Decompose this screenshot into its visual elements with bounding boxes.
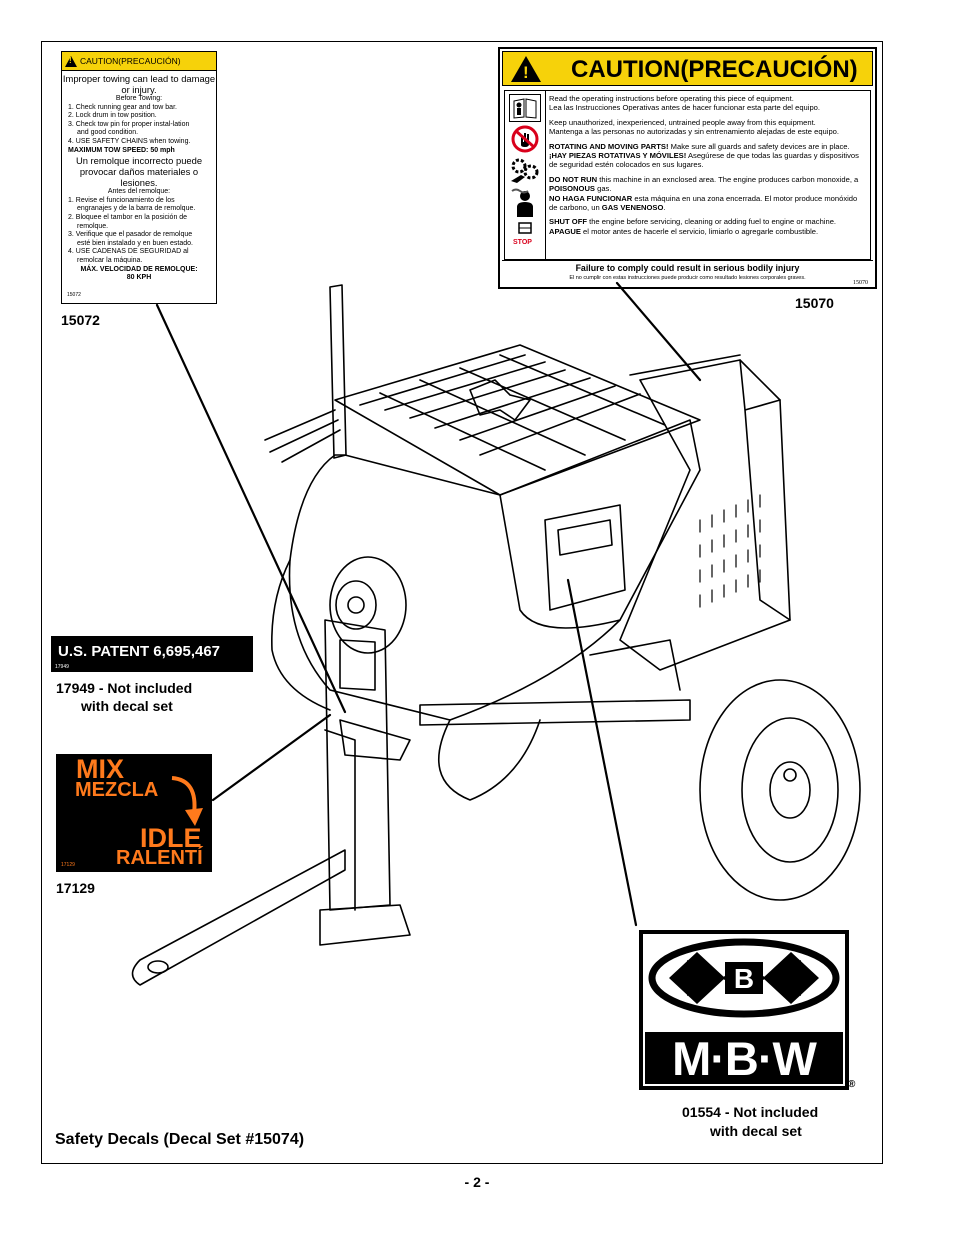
label-17949-line1: 17949 - Not included [56,680,193,696]
page-frame [41,41,883,1164]
decal-15072-es-title: Un remolque incorrecto puede provocar da… [75,155,203,189]
decal-15072-es-max: MÁX. VELOCIDAD DE REMOLQUE: [80,265,198,273]
decal-17129-mix-idle: MIX MEZCLA IDLE RALENTÍ 17129 [56,754,212,872]
warning-triangle-icon [65,55,77,67]
decal-15072-number: 15072 [67,292,81,299]
label-17129: 17129 [56,880,95,896]
registered-mark: ® [848,1079,856,1090]
mbw-emblem-icon: B [648,938,840,1018]
callout-line-15072 [155,303,347,714]
mbw-emblem-letter: B [734,963,754,994]
decal-15072-towing-caution: CAUTION(PRECAUCIÓN) Improper towing can … [61,51,217,304]
curved-arrow-icon [171,776,203,826]
decal-15072-en-item: 4. USE SAFETY CHAINS when towing. [68,137,191,145]
decal-15072-en-item: 3. Check tow pin for proper instal-latio… [68,120,190,128]
decal-15072-header: CAUTION(PRECAUCIÓN) [62,52,216,71]
callout-line-17129 [211,713,332,802]
decal-15070-footer: Failure to comply could result in seriou… [502,260,873,288]
decal-15072-es-item: esté bien instalado y en buen estado. [77,239,193,247]
decal-15072-es-speed: 80 KPH [126,274,152,282]
no-hand-icon [509,125,541,153]
label-17949-line2: with decal set [81,698,173,714]
decal-15072-en-item: 1. Check running gear and tow bar. [68,103,177,111]
decal-15070-operating-caution: ! CAUTION(PRECAUCIÓN) STOP Read the oper… [498,47,877,289]
decal-15072-es-item: 1. Revise el funcionamiento de los [68,196,175,204]
page-number: - 2 - [464,1174,490,1190]
decal-17949-number: 17949 [55,664,69,670]
decal-15070-number: 15070 [853,280,868,286]
callout-line-15070 [615,281,702,382]
decal-15072-en-item: and good condition. [77,129,139,137]
decal-15072-en-item: 2. Lock drum in tow position. [68,112,157,120]
decal-15072-en-title: Improper towing can lead to damage or in… [62,73,216,95]
gear-hand-icon [509,155,541,183]
mortar-mixer-illustration [131,281,861,986]
warning-triangle-icon: ! [511,56,541,82]
decal-17129-number: 17129 [61,862,75,868]
caption-decal-set: Safety Decals (Decal Set #15074) [55,1131,305,1148]
decal-15072-es-item: remolque. [77,222,109,230]
stop-label: STOP [513,239,532,246]
decal-15070-header: ! CAUTION(PRECAUCIÓN) [502,51,873,86]
decal-15072-es-item: 3. Verifique que el pasador de remolque [68,231,193,239]
decal-15072-en-max: MAXIMUM TOW SPEED: 50 mph [68,146,175,154]
decal-15072-es-item: 2. Bloquee el tambor en la posición de [68,213,188,221]
label-01554-line2: with decal set [710,1123,802,1139]
callout-line-01554 [566,578,638,927]
stop-fuel-icon: STOP [509,221,541,249]
manual-book-icon [509,94,541,122]
decal-15072-en-before: Before Towing: [115,95,163,102]
decal-15072-es-item: engranajes y de la barra de remolque. [77,205,196,213]
mbw-wordmark: M·B·W [645,1032,843,1085]
decal-01554-mbw-logo: B M·B·W [639,930,849,1090]
label-15072: 15072 [61,312,100,328]
decal-15072-es-item: remolcar la máquina. [77,256,143,264]
decal-15072-es-item: 4. USE CADENAS DE SEGURIDAD al [68,248,189,256]
decal-17949-patent: U.S. PATENT 6,695,467 17949 [51,636,253,672]
decal-15070-icon-column: STOP [505,91,546,259]
decal-15070-text: Read the operating instructions before o… [549,94,859,236]
label-15070: 15070 [795,295,834,311]
person-fumes-icon [509,187,541,217]
label-01554-line1: 01554 - Not included [682,1104,819,1120]
decal-15072-es-before: Antes del remolque: [107,188,171,196]
